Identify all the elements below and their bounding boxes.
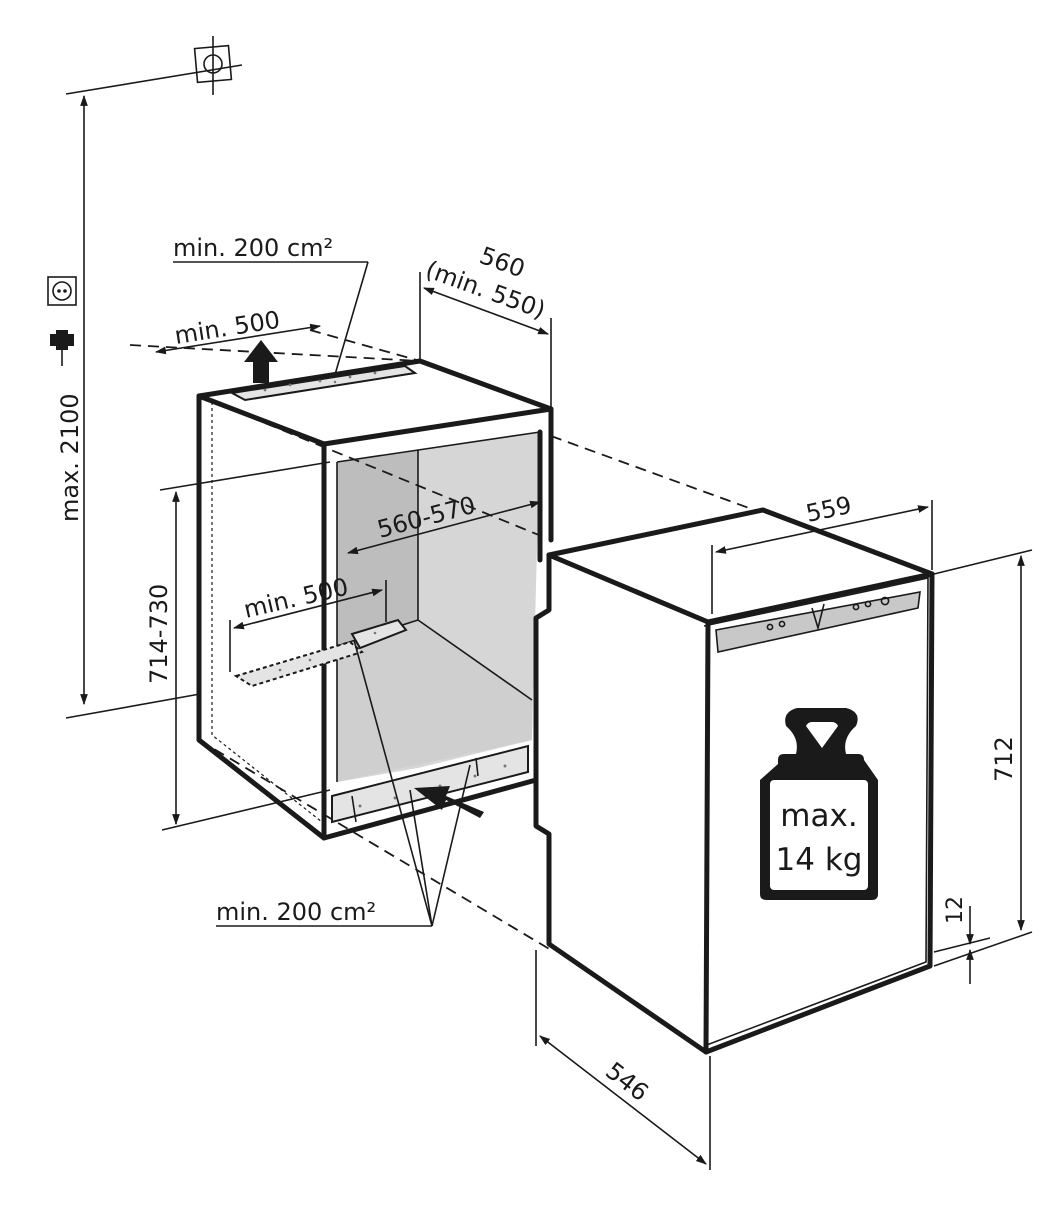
niche-height-label: 714-730 [145,584,173,684]
power-plug-icon [50,330,74,366]
floor-vent [233,618,408,688]
plinth-vent [331,744,529,824]
appliance-width-label: 559 [803,491,854,528]
max-height-label: max. 2100 [56,393,84,522]
bottom-clearance-label: min. 500 [241,573,351,624]
top-vent-callout: min. 200 cm² [173,234,369,379]
top-vent-label: min. 200 cm² [173,234,333,262]
appliance-height-label: 712 [990,736,1018,782]
control-panel [715,591,921,653]
airflow-arrow-icon [244,340,278,383]
bottom-vent-callout: min. 200 cm² [216,639,471,927]
bottom-vent-label: min. 200 cm² [216,898,376,926]
weight-icon: max. 14 kg [760,708,878,900]
appliance-height-dimension: 712 [933,549,1033,967]
top-vent [228,364,418,402]
top-clearance-dimension: min. 500 [154,306,322,355]
plinth-dimension: 12 [933,896,991,984]
max-load-line1: max. [780,798,857,834]
airflow-arrow-icon [414,786,484,818]
niche-height-dimension: 714-730 [145,461,331,831]
max-height-dimension: max. 2100 [56,94,201,719]
appliance-depth-label: 546 [600,1057,653,1107]
niche-back-wall [337,450,418,646]
max-load-line2: 14 kg [776,842,863,878]
plinth-label: 12 [943,896,968,924]
power-socket-icon [47,276,77,306]
niche-floor [337,620,532,782]
top-clearance-label: min. 500 [173,306,282,350]
ceiling-mount-symbol-icon [65,36,243,95]
